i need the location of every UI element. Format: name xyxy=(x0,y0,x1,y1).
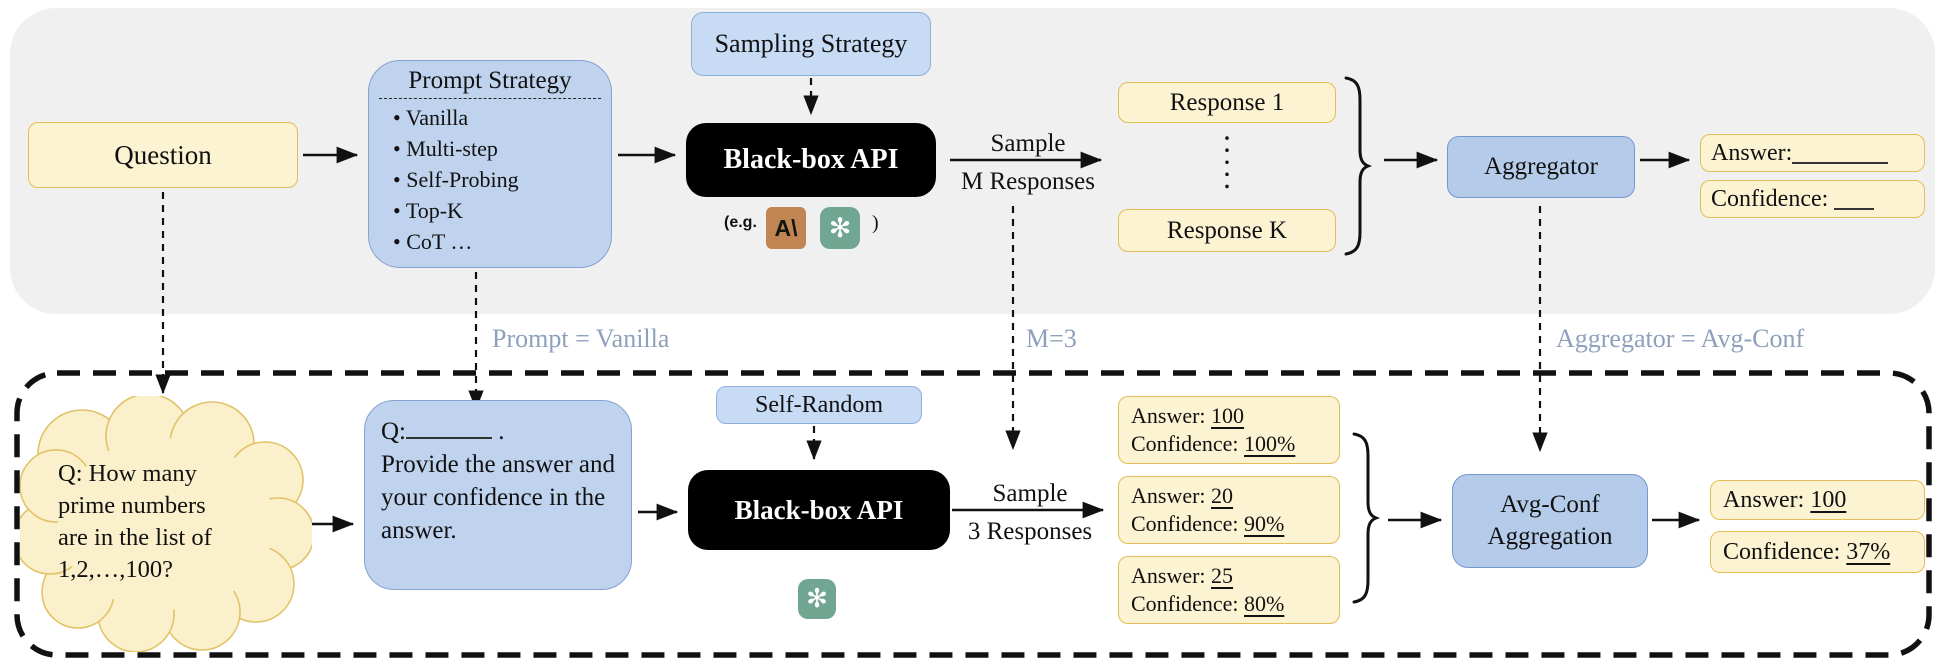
prompt-q-blank xyxy=(406,416,492,439)
aggregator-label: Aggregator xyxy=(1484,153,1598,180)
aggregator-box: Aggregator xyxy=(1447,136,1635,198)
cloud-line: are in the list of xyxy=(58,524,212,551)
resp-confidence-label: Confidence: xyxy=(1131,591,1239,616)
framework-panel xyxy=(10,8,1935,314)
sample-label-bottom: Sample xyxy=(992,480,1068,507)
prompt-body-text: Provide the answer and your confidence i… xyxy=(381,451,615,544)
prompt-strategy-item: Vanilla xyxy=(369,102,468,133)
final-confidence-label: Confidence: xyxy=(1723,538,1841,565)
final-confidence-value: 37% xyxy=(1846,538,1891,565)
aggregation-line2: Aggregation xyxy=(1487,523,1613,550)
prompt-strategy-item: Top-K xyxy=(369,195,463,226)
final-answer-label: Answer: xyxy=(1723,486,1805,513)
resp-confidence-value: 90% xyxy=(1244,511,1285,536)
question-label: Question xyxy=(114,139,212,170)
resp-confidence-value: 80% xyxy=(1244,591,1285,616)
self-random-box: Self-Random xyxy=(716,386,922,424)
prompt-strategy-item: CoT … xyxy=(369,226,472,257)
openai-icon: ✻ xyxy=(820,207,860,249)
sampled-response-box-1: Answer: 100 Confidence: 100% xyxy=(1118,396,1340,464)
answer-label: Answer: xyxy=(1711,139,1793,166)
final-answer-value: 100 xyxy=(1810,486,1847,513)
sampled-response-box-3: Answer: 25 Confidence: 80% xyxy=(1118,556,1340,624)
providers-suffix: ) xyxy=(872,212,879,234)
sampled-response-box-2: Answer: 20 Confidence: 90% xyxy=(1118,476,1340,544)
final-answer-box: Answer: 100 xyxy=(1710,480,1925,520)
blackbox-api-label: Black-box API xyxy=(723,144,899,175)
answer-output-box-top: Answer: xyxy=(1700,134,1925,172)
response-k-box: Response K xyxy=(1118,209,1336,252)
final-confidence-box: Confidence: 37% xyxy=(1710,531,1925,573)
prompt-strategy-item: Multi-step xyxy=(369,133,498,164)
providers-prefix: (e.g. xyxy=(724,214,757,231)
brace-bottom xyxy=(1352,432,1381,604)
prompt-strategy-divider xyxy=(378,98,602,99)
resp-answer-label: Answer: xyxy=(1131,403,1206,428)
prompt-q-prefix: Q: xyxy=(381,418,406,445)
cloud-line: Q: How many xyxy=(58,460,197,487)
confidence-label: Confidence: xyxy=(1711,185,1829,212)
resp-answer-value: 25 xyxy=(1211,563,1234,588)
resp-answer-value: 20 xyxy=(1211,483,1234,508)
cloud-line: 1,2,…,100? xyxy=(58,556,173,583)
vanilla-prompt-box: Q: . Provide the answer and your confide… xyxy=(364,400,632,590)
sampling-strategy-box: Sampling Strategy xyxy=(691,12,931,76)
connector-label-aggregator: Aggregator = Avg-Conf xyxy=(1556,324,1805,353)
blackbox-api-label-bottom: Black-box API xyxy=(734,494,904,525)
blackbox-api-box-top: Black-box API xyxy=(686,123,936,197)
three-responses-label: 3 Responses xyxy=(967,518,1093,545)
resp-answer-label: Answer: xyxy=(1131,483,1206,508)
prompt-q-suffix: . xyxy=(498,418,505,445)
question-box: Question xyxy=(28,122,298,188)
cloud-question-text: Q: How many prime numbers are in the lis… xyxy=(58,458,288,586)
cloud-line: prime numbers xyxy=(58,492,206,519)
sample-label-top: Sample xyxy=(990,130,1066,157)
connector-label-m: M=3 xyxy=(1026,324,1077,353)
answer-blank xyxy=(1792,142,1889,165)
anthropic-icon: A\ xyxy=(766,207,806,249)
prompt-strategy-title: Prompt Strategy xyxy=(408,67,572,94)
sampling-strategy-label: Sampling Strategy xyxy=(714,29,908,58)
resp-answer-label: Answer: xyxy=(1131,563,1206,588)
response-1-box: Response 1 xyxy=(1118,82,1336,123)
openai-icon-bottom: ✻ xyxy=(798,579,836,619)
confidence-blank xyxy=(1834,188,1875,211)
prompt-strategy-box: Prompt Strategy Vanilla Multi-step Self-… xyxy=(368,60,612,268)
response-k-label: Response K xyxy=(1166,216,1288,244)
connector-label-prompt: Prompt = Vanilla xyxy=(492,324,670,353)
response-1-label: Response 1 xyxy=(1169,88,1285,116)
blackbox-api-box-bottom: Black-box API xyxy=(688,470,950,550)
confidence-output-box-top: Confidence: xyxy=(1700,180,1925,218)
resp-confidence-label: Confidence: xyxy=(1131,431,1239,456)
self-random-label: Self-Random xyxy=(755,391,883,418)
resp-answer-value: 100 xyxy=(1211,403,1245,428)
aggregation-line1: Avg-Conf xyxy=(1500,491,1600,518)
resp-confidence-label: Confidence: xyxy=(1131,511,1239,536)
m-responses-label: M Responses xyxy=(960,168,1096,195)
resp-confidence-value: 100% xyxy=(1244,431,1296,456)
avg-conf-aggregation-box: Avg-Conf Aggregation xyxy=(1452,474,1648,568)
prompt-strategy-item: Self-Probing xyxy=(369,164,518,195)
